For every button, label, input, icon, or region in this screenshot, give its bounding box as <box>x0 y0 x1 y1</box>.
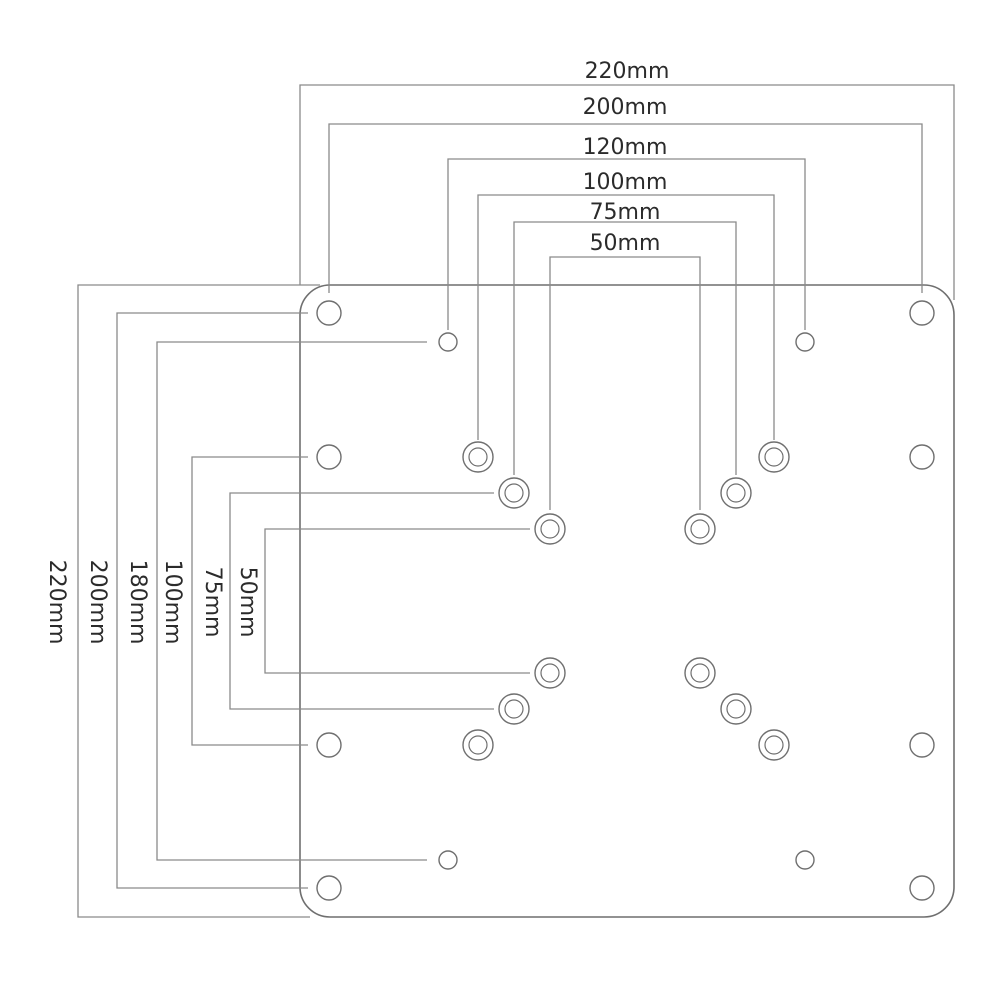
hole-200-top-left <box>316 300 342 326</box>
horizontal-dimension-75: 75mm <box>513 200 737 475</box>
dimension-label-75mm-top: 75mm <box>590 200 661 225</box>
hole-75-top-right <box>720 477 752 509</box>
dimension-label-100mm-left: 100mm <box>160 560 185 645</box>
dimension-label-200mm-left: 200mm <box>85 560 110 645</box>
hole-120-bottom-right <box>795 850 815 870</box>
hole-50-bottom-right <box>684 657 716 689</box>
hole-100-bottom-right <box>758 729 790 761</box>
vertical-dimension-180: 180mm <box>125 341 427 861</box>
dimension-label-220mm-top: 220mm <box>585 59 670 84</box>
hole-100-top-right <box>758 441 790 473</box>
horizontal-dimension-220: 220mm <box>299 59 955 300</box>
dimension-label-200mm-top: 200mm <box>583 95 668 120</box>
horizontal-dimension-120: 120mm <box>447 135 806 330</box>
hole-120-bottom-left <box>438 850 458 870</box>
hole-100-bottom-left <box>462 729 494 761</box>
dimension-label-75mm-left: 75mm <box>200 567 225 638</box>
hole-side-top-left <box>316 444 342 470</box>
hole-side-bottom-right <box>909 732 935 758</box>
hole-75-bottom-right <box>720 693 752 725</box>
hole-side-bottom-left <box>316 732 342 758</box>
hole-200-top-right <box>909 300 935 326</box>
mounting-plate <box>299 284 955 918</box>
hole-200-bottom-right <box>909 875 935 901</box>
dimension-label-100mm-top: 100mm <box>583 170 668 195</box>
vertical-dimension-220: 220mm <box>44 284 320 918</box>
horizontal-dimension-100: 100mm <box>477 170 775 440</box>
hole-50-bottom-left <box>534 657 566 689</box>
dimension-label-120mm-top: 120mm <box>583 135 668 160</box>
vertical-dimension-75: 75mm <box>200 492 494 710</box>
dimension-label-180mm-left: 180mm <box>125 560 150 645</box>
dimension-label-50mm-top: 50mm <box>590 231 661 256</box>
hole-75-top-left <box>498 477 530 509</box>
vertical-dimension-200: 200mm <box>85 312 308 889</box>
hole-50-top-right <box>684 513 716 545</box>
hole-120-top-left <box>438 332 458 352</box>
hole-100-top-left <box>462 441 494 473</box>
vertical-dimension-50: 50mm <box>235 528 530 674</box>
hole-50-top-left <box>534 513 566 545</box>
vertical-dimension-100: 100mm <box>160 456 308 746</box>
dimension-label-220mm-left: 220mm <box>44 560 69 645</box>
hole-75-bottom-left <box>498 693 530 725</box>
horizontal-dimension-50: 50mm <box>549 231 701 510</box>
dimension-label-50mm-left: 50mm <box>235 567 260 638</box>
hole-200-bottom-left <box>316 875 342 901</box>
hole-120-top-right <box>795 332 815 352</box>
hole-side-top-right <box>909 444 935 470</box>
horizontal-dimension-200: 200mm <box>328 95 923 293</box>
